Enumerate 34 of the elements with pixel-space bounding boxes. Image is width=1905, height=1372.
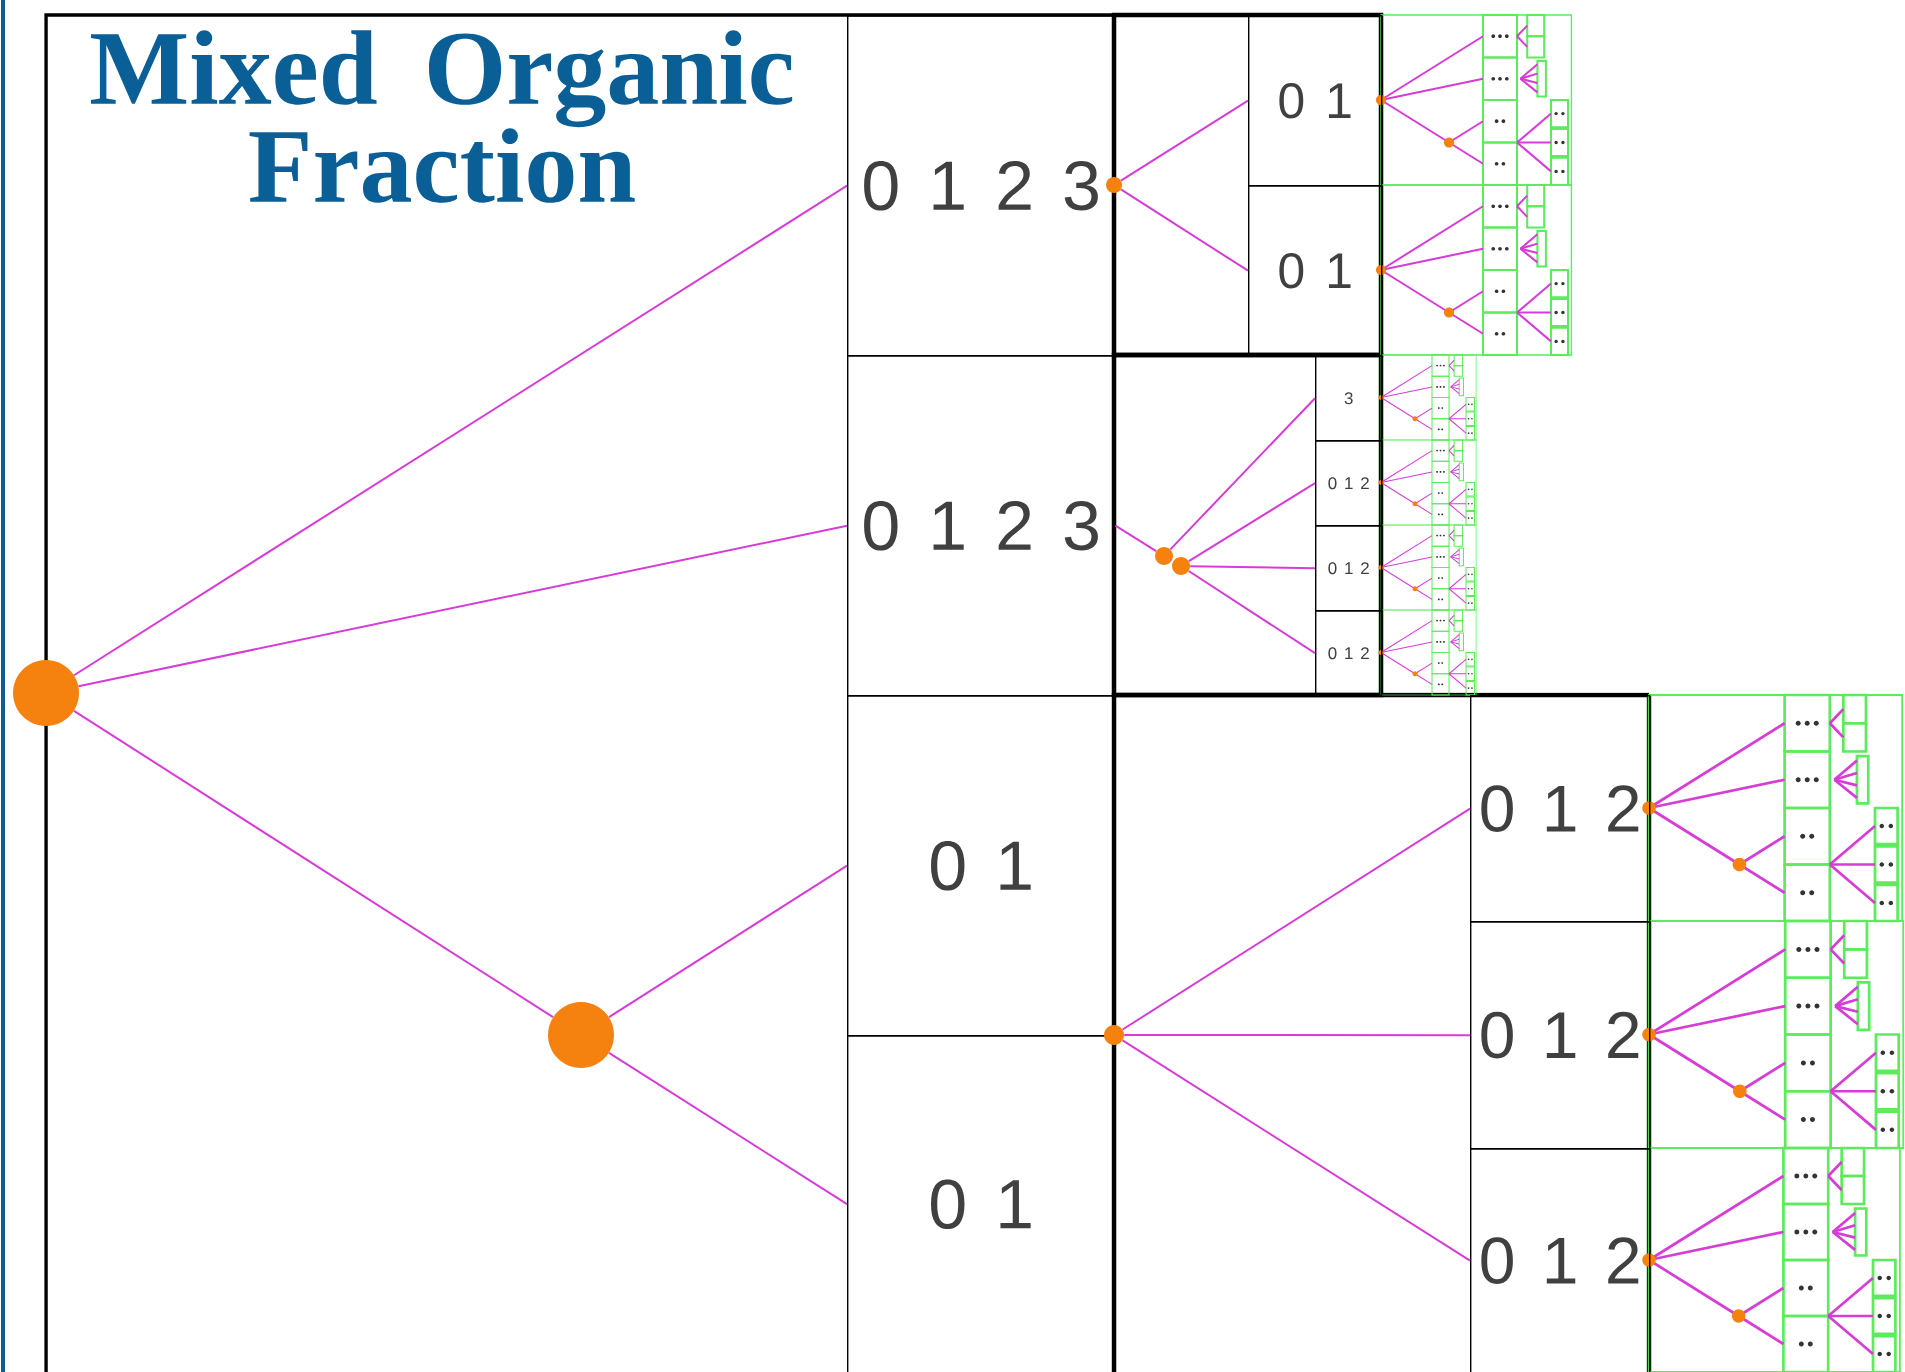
branch-dot <box>1104 1025 1124 1045</box>
branch-dot <box>1172 557 1190 575</box>
branch-line <box>1187 570 1316 655</box>
branch-line <box>1114 524 1158 553</box>
branch-line <box>1119 99 1249 182</box>
branch-dot <box>1155 547 1173 565</box>
branch-line <box>73 709 555 1019</box>
branch-line <box>608 1051 848 1206</box>
number-box: 0 1 2 <box>1470 695 1651 923</box>
branch-line <box>1189 565 1316 570</box>
number-box: 0 1 2 <box>1315 440 1383 527</box>
number-box: 0 1 <box>1248 185 1383 357</box>
branch-line <box>1123 1034 1471 1037</box>
number-box: 0 1 <box>1248 15 1383 187</box>
branch-dot <box>548 1002 614 1068</box>
title: Mixed Organic Fraction <box>91 30 793 203</box>
number-box: 0 1 2 3 <box>847 355 1116 697</box>
branch-line <box>1121 1039 1471 1262</box>
number-box: 0 1 2 <box>1470 921 1651 1150</box>
branch-dot <box>13 660 79 726</box>
branch-line <box>73 184 848 677</box>
number-box: 0 1 2 <box>1470 1148 1651 1372</box>
number-box: 0 1 2 <box>1315 525 1383 612</box>
branch-line <box>1121 807 1471 1031</box>
branch-line <box>1187 482 1316 563</box>
branch-line <box>1169 397 1316 551</box>
branch-line <box>77 524 848 688</box>
number-box: 3 <box>1315 355 1383 442</box>
branch-line <box>1119 188 1249 272</box>
number-box: 0 1 2 <box>1315 610 1383 697</box>
branch-dot <box>1106 177 1122 193</box>
branch-line <box>608 864 848 1019</box>
number-box: 0 1 2 3 <box>847 15 1116 357</box>
number-box: 0 1 <box>847 695 1116 1037</box>
